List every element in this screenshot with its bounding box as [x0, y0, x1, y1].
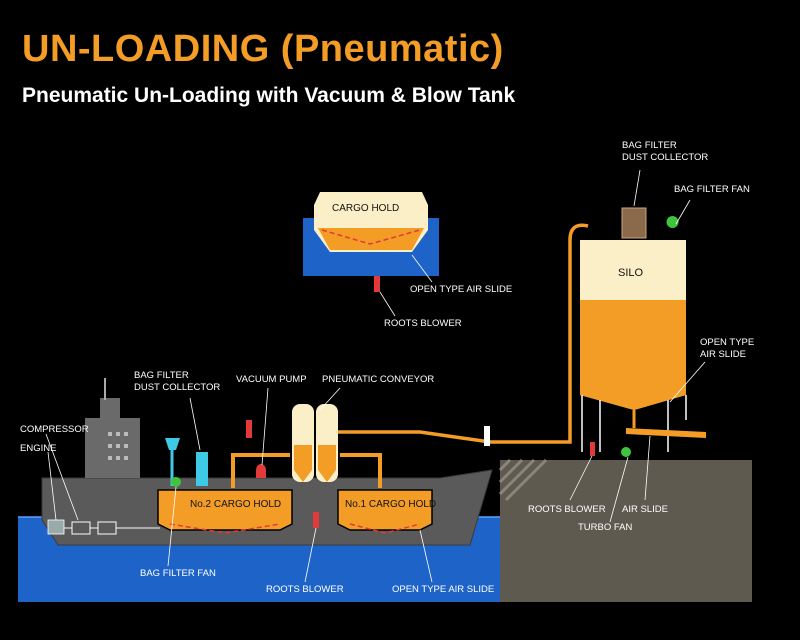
label-ship-bag-filter-2: DUST COLLECTOR: [134, 382, 220, 393]
label-engine: ENGINE: [20, 443, 56, 454]
blow-tank-1-fill: [294, 445, 312, 482]
blow-tank-2-fill: [318, 445, 336, 482]
label-pneumatic-conveyor: PNEUMATIC CONVEYOR: [322, 374, 434, 385]
label-shore-roots-blower: ROOTS BLOWER: [528, 504, 606, 515]
ship-filter-hopper: [165, 438, 180, 450]
ship-superstructure: [85, 418, 140, 478]
ship-bridge: [100, 398, 120, 420]
label-ship-bag-filter-fan: BAG FILTER FAN: [140, 568, 216, 579]
shore-roots-blower-icon: [590, 442, 595, 456]
label-turbo-fan: TURBO FAN: [578, 522, 633, 533]
no2-cargo-hold: [157, 489, 293, 531]
label-no2-cargo-hold: No.2 CARGO HOLD: [190, 499, 281, 510]
label-ship-roots-blower: ROOTS BLOWER: [266, 584, 344, 595]
ship-bag-filter: [196, 452, 208, 486]
pneumatic-conveyor-pipe: [338, 223, 589, 444]
label-silo-air-slide-2: AIR SLIDE: [700, 349, 746, 360]
conveyor-joint: [484, 426, 490, 446]
inset-air-slide: [321, 229, 421, 245]
label-ship-bag-filter-1: BAG FILTER: [134, 370, 189, 381]
ship-windows: [108, 432, 128, 460]
label-roots-blower-inset: ROOTS BLOWER: [384, 318, 462, 329]
label-vacuum-pump: VACUUM PUMP: [236, 374, 307, 385]
shore-air-slide: [626, 428, 706, 438]
page-subtitle: Pneumatic Un-Loading with Vacuum & Blow …: [22, 84, 516, 107]
silo-legs: [581, 395, 687, 452]
inset-roots-blower-icon: [374, 276, 380, 292]
label-ship-open-type-air-slide: OPEN TYPE AIR SLIDE: [392, 584, 494, 595]
label-compressor: COMPRESSOR: [20, 424, 89, 435]
engine-block: [47, 519, 65, 535]
ship-bag-filter-fan-icon: [171, 477, 181, 487]
no1-air-slide: [349, 523, 421, 534]
silo-cargo-fill: [580, 300, 686, 410]
label-silo-bag-filter-1: BAG FILTER: [622, 140, 677, 151]
label-no1-cargo-hold: No.1 CARGO HOLD: [345, 499, 436, 510]
label-open-type-air-slide-inset: OPEN TYPE AIR SLIDE: [410, 284, 512, 295]
vacuum-pump-icon: [246, 420, 252, 438]
silo-bag-filter-fan-icon: [666, 216, 679, 228]
label-silo: SILO: [618, 267, 644, 279]
turbo-fan-icon: [621, 447, 631, 457]
leader-lines: [45, 169, 706, 583]
silo-bag-filter: [621, 207, 647, 239]
ship-roots-blower-icon: [313, 512, 319, 528]
no2-air-slide: [169, 523, 281, 534]
page-title: UN-LOADING (Pneumatic): [22, 28, 504, 70]
vacuum-pump-body: [256, 464, 266, 478]
ship-vacuum-pipes: [231, 453, 382, 488]
inset-cargo-fill: [318, 228, 424, 250]
label-cargo-hold-inset: CARGO HOLD: [332, 203, 399, 214]
label-silo-bag-filter-fan: BAG FILTER FAN: [674, 184, 750, 195]
label-silo-air-slide-1: OPEN TYPE: [700, 337, 754, 348]
label-air-slide: AIR SLIDE: [622, 504, 668, 515]
label-silo-bag-filter-2: DUST COLLECTOR: [622, 152, 708, 163]
shore-hatch: [498, 458, 548, 502]
shore-ground: [500, 460, 752, 602]
